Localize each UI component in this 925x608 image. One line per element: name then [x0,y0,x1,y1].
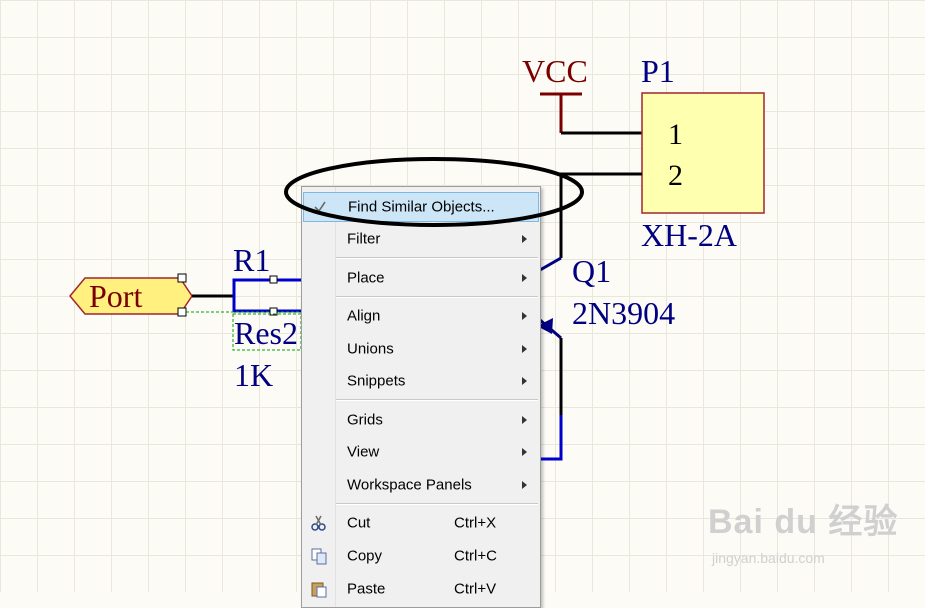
menu-item-label: Workspace Panels [347,476,472,494]
menu-separator [336,503,538,505]
submenu-arrow-icon [522,481,527,489]
menu-item-grids[interactable]: Grids [303,405,539,435]
r1-designator: R1 [233,242,270,278]
paste-icon [311,582,327,598]
menu-separator [336,296,538,298]
menu-item-shortcut: Ctrl+C [454,547,497,565]
menu-item-shortcut: Ctrl+X [454,514,497,532]
wire-emitter-return[interactable] [540,415,563,461]
menu-item-label: Grids [347,411,383,429]
menu-item-find-similar-objects[interactable]: Find Similar Objects... [303,192,539,222]
menu-item-filter[interactable]: Filter [303,224,539,254]
menu-item-label: Copy [347,547,383,565]
menu-separator [336,399,538,401]
baidu-watermark: Bai du 经验 jingyan.baidu.com [708,494,908,574]
q1-designator: Q1 [572,253,611,289]
menu-item-label: Snippets [347,372,406,390]
submenu-arrow-icon [522,377,527,385]
schematic-drawing: VCC P1 1 2 XH-2A Q1 2N3904 Port R1 Res2 … [69,53,765,461]
p1-body[interactable] [641,92,765,214]
menu-item-shortcut: Ctrl+V [454,580,497,598]
copy-icon [311,548,327,565]
r1-handle-bottom[interactable] [269,307,278,316]
r1-comment: Res2 [234,315,298,351]
menu-item-copy[interactable]: Copy Ctrl+C [303,541,539,571]
menu-item-label: Cut [347,514,371,532]
p1-pin2-label: 2 [668,159,683,192]
q1-collector [539,256,562,272]
submenu-arrow-icon [522,345,527,353]
submenu-arrow-icon [522,416,527,424]
menu-item-view[interactable]: View [303,437,539,467]
find-similar-icon [314,201,326,213]
port-handle-bottom[interactable] [177,307,187,317]
port-label: Port [89,278,142,314]
menu-item-cut[interactable]: Cut Ctrl+X [303,508,539,538]
p1-pin1-label: 1 [668,118,683,151]
submenu-arrow-icon [522,448,527,456]
port-handle-top[interactable] [177,273,187,283]
wire-p1-q1[interactable] [559,172,642,258]
menu-item-paste[interactable]: Paste Ctrl+V [303,574,539,604]
watermark-brand: Bai du 经验 [708,503,899,541]
menu-item-label: View [347,443,380,461]
menu-item-label: Place [347,269,385,287]
submenu-arrow-icon [522,235,527,243]
menu-item-align[interactable]: Align [303,301,539,331]
menu-item-label: Find Similar Objects... [348,198,495,216]
menu-item-snippets[interactable]: Snippets [303,366,539,396]
r1-handle-top[interactable] [269,275,278,284]
submenu-arrow-icon [522,312,527,320]
menu-item-unions[interactable]: Unions [303,334,539,364]
menu-icon-gutter [302,187,336,607]
watermark-url: jingyan.baidu.com [712,550,825,566]
menu-item-workspace-panels[interactable]: Workspace Panels [303,470,539,500]
scissors-icon [311,515,326,531]
menu-item-label: Unions [347,340,394,358]
r1-body[interactable] [232,278,302,313]
menu-separator [336,257,538,259]
vcc-label: VCC [522,53,588,89]
q1-comment: 2N3904 [572,295,675,331]
submenu-arrow-icon [522,274,527,282]
menu-item-label: Filter [347,230,381,248]
menu-item-label: Align [347,307,381,325]
menu-item-place[interactable]: Place [303,263,539,293]
context-menu: Find Similar Objects... Filter Place Ali… [301,186,541,608]
menu-item-label: Paste [347,580,386,598]
p1-comment: XH-2A [641,217,737,253]
p1-designator: P1 [641,53,675,89]
r1-value: 1K [234,357,273,393]
q1-emitter-arrow [537,318,553,334]
